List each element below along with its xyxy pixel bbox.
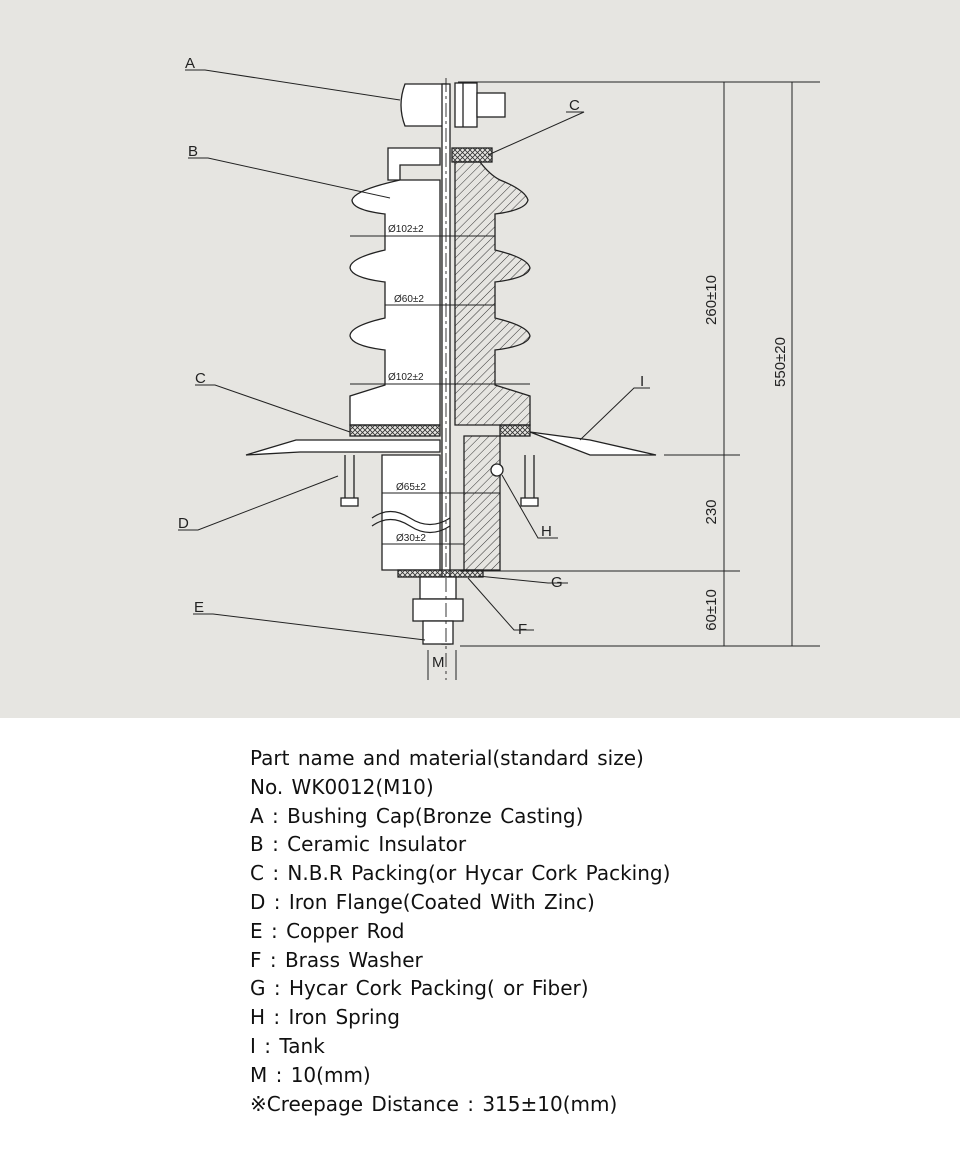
callout-a: A <box>185 55 195 72</box>
dimension-lower: 60±10 <box>703 589 720 631</box>
vertical-dimensions <box>458 81 820 647</box>
callout-e: E <box>194 599 204 616</box>
legend-part-e: E : Copper Rod <box>250 918 405 943</box>
parts-legend: Part name and material(standard size) No… <box>250 744 930 1118</box>
legend-part-i: I : Tank <box>250 1033 325 1058</box>
diameter-mid: Ø60±2 <box>394 294 424 305</box>
legend-model: No. WK0012(M10) <box>250 774 434 799</box>
diameter-lower: Ø65±2 <box>396 482 426 493</box>
legend-part-m: M : 10(mm) <box>250 1062 371 1087</box>
callout-h: H <box>541 523 552 540</box>
callout-g: G <box>551 574 563 591</box>
dimension-middle: 230 <box>703 499 720 524</box>
diameter-bottom: Ø102±2 <box>388 372 424 383</box>
legend-part-h: H : Iron Spring <box>250 1005 400 1030</box>
diameter-base: Ø30±2 <box>396 533 426 544</box>
callout-m: M <box>432 654 445 671</box>
insulator-outline <box>245 78 657 680</box>
dimension-overall: 550±20 <box>772 337 789 387</box>
leader-lines <box>178 69 650 680</box>
bushing-drawing: Ø102±2 Ø60±2 Ø102±2 Ø65±2 Ø30±2 A B C C … <box>178 55 820 680</box>
callout-b: B <box>188 143 198 160</box>
legend-part-b: B : Ceramic Insulator <box>250 832 467 857</box>
callout-i: I <box>640 373 644 390</box>
callout-c-top: C <box>569 97 580 114</box>
legend-part-g: G : Hycar Cork Packing( or Fiber) <box>250 976 589 1001</box>
legend-part-f: F : Brass Washer <box>250 947 423 972</box>
diameter-lines <box>350 235 530 545</box>
drawing-panel: Ø102±2 Ø60±2 Ø102±2 Ø65±2 Ø30±2 A B C C … <box>0 0 960 718</box>
legend-note: ※Creepage Distance : 315±10(mm) <box>250 1091 618 1116</box>
callout-c-mid: C <box>195 370 206 387</box>
callout-f: F <box>518 621 527 638</box>
legend-part-d: D : Iron Flange(Coated With Zinc) <box>250 889 595 914</box>
callout-d: D <box>178 515 189 532</box>
dimension-upper: 260±10 <box>703 275 720 325</box>
legend-part-c: C : N.B.R Packing(or Hycar Cork Packing) <box>250 861 671 886</box>
diameter-top: Ø102±2 <box>388 224 424 235</box>
legend-title: Part name and material(standard size) <box>250 746 644 770</box>
legend-part-a: A : Bushing Cap(Bronze Casting) <box>250 803 584 828</box>
